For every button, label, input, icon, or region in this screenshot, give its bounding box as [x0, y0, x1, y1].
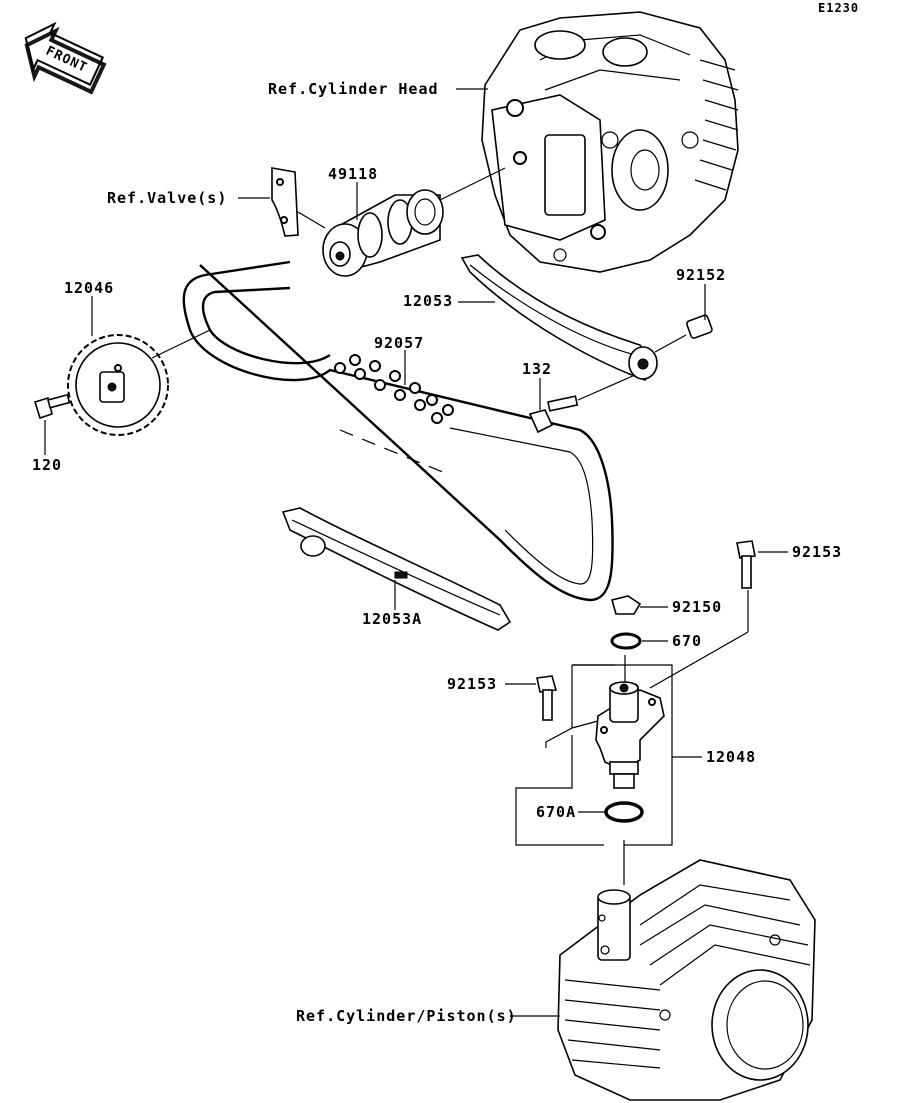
label-bolt-left: 92153: [447, 675, 497, 693]
label-tensioner: 12048: [706, 748, 756, 766]
camshaft-drawing: [297, 167, 506, 277]
tensioner-12048-drawing: [595, 681, 665, 789]
label-bolt-right: 92153: [792, 543, 842, 561]
label-valves: Ref.Valve(s): [107, 189, 227, 207]
plug-bolt-92150-drawing: [611, 595, 642, 615]
label-bolt-120: 120: [32, 456, 62, 474]
chain-guide-lower-drawing: [281, 507, 512, 631]
label-collar: 92152: [676, 266, 726, 284]
label-oring-small: 670: [672, 632, 702, 650]
cam-sprocket-drawing: [67, 329, 211, 436]
label-guide-lower: 12053A: [362, 610, 422, 628]
bolt-132-drawing: [528, 374, 636, 434]
label-chain: 92057: [374, 334, 424, 352]
bolt-92153-left-drawing: [536, 675, 558, 721]
label-camshaft: 49118: [328, 165, 378, 183]
label-sprocket: 12046: [64, 279, 114, 297]
label-guide-upper: 12053: [403, 292, 453, 310]
label-cylinder-piston: Ref.Cylinder/Piston(s): [296, 1007, 517, 1025]
cylinder-block-drawing: [557, 859, 816, 1101]
bolt-92153-right-drawing: [649, 540, 756, 689]
tensioner-bracket-lines: [515, 655, 673, 885]
oring-670-drawing: [610, 632, 642, 650]
label-oring-large: 670A: [536, 803, 576, 821]
front-arrow-icon: FRONT: [24, 21, 107, 95]
bolt-120-drawing: [33, 393, 71, 420]
valve-plate-drawing: [271, 167, 299, 237]
diagram-code: E1230: [818, 1, 859, 15]
oring-670a-drawing: [604, 801, 644, 823]
collar-92152-drawing: [654, 314, 713, 353]
label-plug-bolt: 92150: [672, 598, 722, 616]
cylinder-head-drawing: [481, 11, 739, 273]
label-cylinder-head: Ref.Cylinder Head: [268, 80, 439, 98]
cam-chain-drawing: [182, 260, 614, 602]
chain-guide-upper-drawing: [460, 254, 658, 381]
label-bolt-132: 132: [522, 360, 552, 378]
